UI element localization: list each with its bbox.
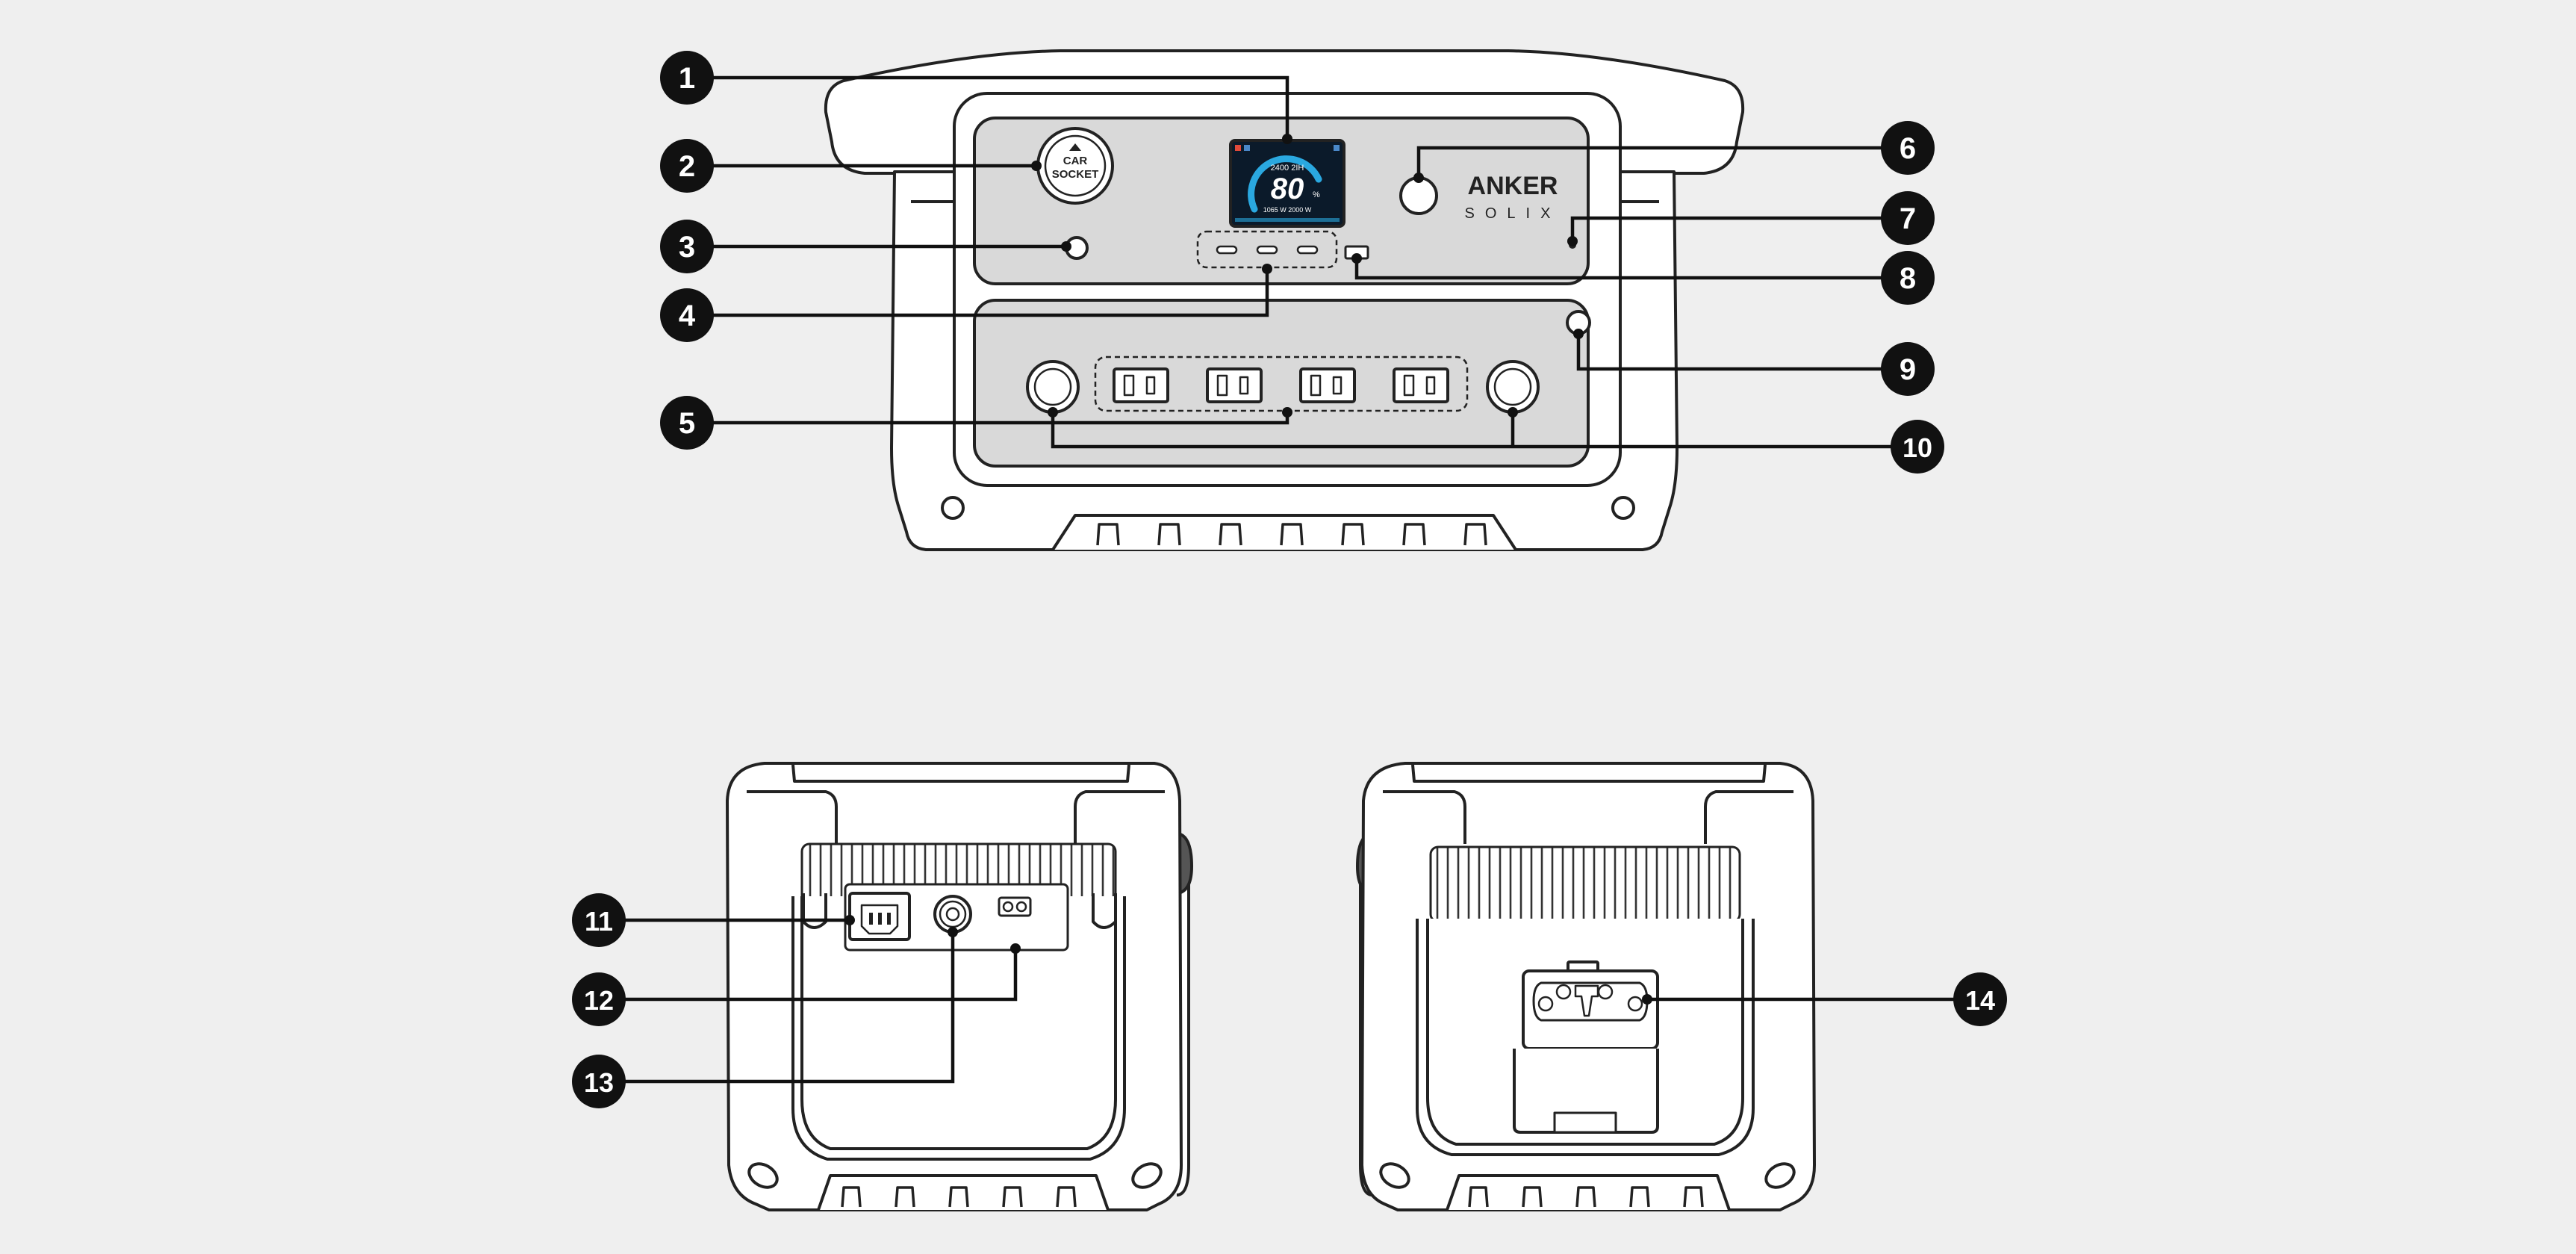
callout-4: 4 <box>660 288 714 342</box>
usb-c-port-3[interactable] <box>1296 245 1319 255</box>
back-shoulder-right <box>1074 790 1165 844</box>
leader-9 <box>1576 334 1908 371</box>
display-status-icons <box>1235 145 1340 222</box>
side-feet <box>1468 1186 1704 1208</box>
display-bottom-text: 1065 W 2000 W <box>1263 206 1312 214</box>
brand-line1: ANKER <box>1468 172 1558 200</box>
callout-13: 13 <box>572 1055 626 1108</box>
ac-outlet-1[interactable] <box>1113 367 1169 403</box>
car-socket-label-line1: CAR <box>1063 155 1088 167</box>
back-shoulder-left <box>747 790 838 844</box>
ac-outlet-3[interactable] <box>1299 367 1356 403</box>
svg-text:8: 8 <box>1900 262 1916 295</box>
car-socket-label-line2: SOCKET <box>1052 168 1099 181</box>
display-percent-unit: % <box>1313 190 1320 199</box>
callout-9: 9 <box>1881 342 1935 396</box>
side-shoulder-left <box>1383 790 1466 844</box>
display-top-text: 2400 2IH <box>1271 164 1304 173</box>
ac-button-right-inner <box>1493 367 1532 406</box>
svg-text:1: 1 <box>679 62 695 95</box>
leader-10 <box>1051 412 1917 449</box>
xt60-input-port[interactable] <box>933 895 972 934</box>
dc-input-port[interactable] <box>998 896 1032 917</box>
back-inner-panel-2 <box>791 896 1126 1161</box>
callout-7: 7 <box>1881 191 1935 245</box>
leader-4 <box>687 269 1269 317</box>
svg-text:2: 2 <box>679 150 695 183</box>
ac-outlet-4[interactable] <box>1393 367 1449 403</box>
usb-c-port-2[interactable] <box>1256 245 1278 255</box>
side-screw-left <box>1379 1162 1410 1189</box>
display-battery-arc <box>1248 155 1322 213</box>
callout-8: 8 <box>1881 251 1935 305</box>
leader-12 <box>599 949 1018 1002</box>
back-top-band <box>791 764 1130 783</box>
back-screw-left <box>747 1162 779 1189</box>
display-battery-percent: 80 <box>1271 173 1304 205</box>
svg-text:6: 6 <box>1900 132 1916 165</box>
back-side-pocket-right <box>1092 893 1117 929</box>
car-socket-arrow-icon <box>1069 143 1081 151</box>
leader-lines <box>599 75 1980 1084</box>
power-button[interactable] <box>1399 176 1438 215</box>
side-top-band <box>1411 764 1767 783</box>
svg-text:12: 12 <box>584 985 614 1016</box>
back-feet <box>841 1186 1077 1208</box>
ac-outlet-2[interactable] <box>1206 367 1263 403</box>
leader-7 <box>1570 216 1908 241</box>
ac-outlets-group <box>1094 356 1469 412</box>
back-side-knob <box>1177 832 1193 895</box>
svg-text:13: 13 <box>584 1067 614 1098</box>
svg-text:4: 4 <box>679 299 696 332</box>
side-inner-panel-2 <box>1416 919 1755 1156</box>
svg-text:9: 9 <box>1900 353 1916 386</box>
brand-line2: SOLIX <box>1465 205 1561 222</box>
expansion-port-cover-tab <box>1553 1111 1617 1134</box>
lower-ac-panel <box>973 299 1590 468</box>
callout-5: 5 <box>660 396 714 450</box>
back-view <box>726 762 1193 1211</box>
svg-text:5: 5 <box>679 407 695 440</box>
svg-text:7: 7 <box>1900 202 1916 235</box>
usb-c-port-1[interactable] <box>1216 245 1238 255</box>
svg-text:11: 11 <box>585 906 613 937</box>
ac-button-left-inner <box>1033 367 1072 406</box>
callout-1: 1 <box>660 51 714 105</box>
callout-12: 12 <box>572 972 626 1026</box>
svg-text:10: 10 <box>1903 432 1932 463</box>
svg-text:14: 14 <box>1965 985 1995 1016</box>
expansion-port[interactable] <box>1522 960 1659 1050</box>
ac-input-port[interactable] <box>848 892 911 941</box>
leader-13 <box>599 932 955 1084</box>
callout-2: 2 <box>660 139 714 193</box>
screw-right <box>1611 496 1635 520</box>
car-socket-inner-ring <box>1044 134 1107 197</box>
back-inner-panel <box>800 896 1117 1150</box>
side-view <box>1356 762 1816 1211</box>
callout-10: 10 <box>1891 420 1944 474</box>
side-handle-grip <box>1429 845 1741 923</box>
svg-text:3: 3 <box>679 231 695 264</box>
leader-6 <box>1416 146 1908 178</box>
screw-left <box>941 496 965 520</box>
leader-8 <box>1354 258 1908 280</box>
callout-3: 3 <box>660 220 714 273</box>
side-shoulder-right <box>1704 790 1793 844</box>
front-view: CAR SOCKET 2400 2IH 80 % 1065 W 2000 W A… <box>824 49 1745 551</box>
back-screw-right <box>1131 1162 1163 1189</box>
front-feet <box>1096 523 1487 546</box>
leader-endpoints <box>844 134 1652 1005</box>
side-screw-right <box>1764 1162 1796 1189</box>
callout-14: 14 <box>1953 972 2007 1026</box>
callout-11: 11 <box>572 893 626 947</box>
callout-6: 6 <box>1881 121 1935 175</box>
callouts: 1 2 3 4 5 6 7 8 9 10 11 12 13 14 <box>572 51 2007 1108</box>
leader-1 <box>687 75 1289 139</box>
